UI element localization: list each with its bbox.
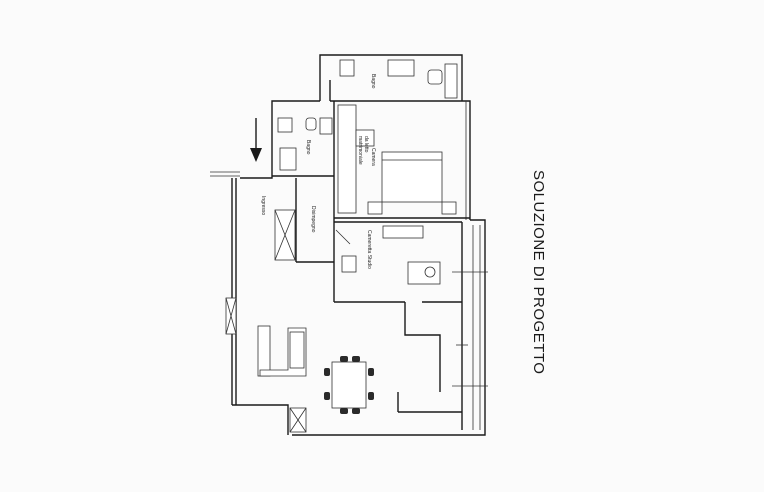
label-bagno-small: Bagno — [305, 140, 311, 155]
label-disimpegno: Disimpegno — [310, 206, 316, 233]
label-camera-sub2: matrimoniale — [357, 136, 363, 165]
furniture — [225, 59, 458, 433]
arrow-down-icon — [250, 118, 262, 162]
label-camera-sub1: da letto — [363, 136, 369, 153]
label-ingresso: Ingresso — [260, 196, 266, 215]
label-cameretta: Cameretta Studio — [366, 230, 372, 269]
label-bagno-top: Bagno — [370, 74, 376, 89]
label-camera: Camera — [370, 148, 376, 166]
interior-walls — [272, 80, 488, 430]
plan-title: SOLUZIONE DI PROGETTO — [530, 170, 547, 374]
outer-walls — [210, 54, 486, 436]
